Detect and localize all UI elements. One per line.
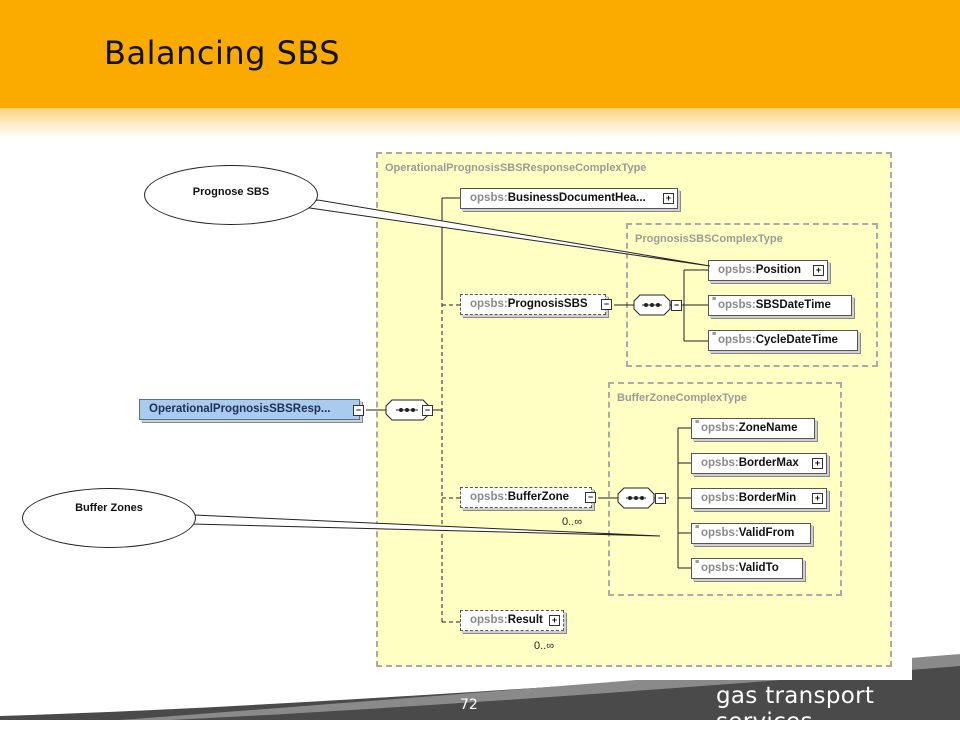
sequence-compositor-buffer — [617, 487, 655, 509]
element-position[interactable]: opsbs:Position + — [708, 260, 828, 281]
collapse-buffer-zone-icon[interactable]: − — [585, 492, 596, 503]
simple-type-icon: ≡ — [712, 296, 717, 303]
slide-title: Balancing SBS — [104, 34, 341, 72]
element-valid-to[interactable]: ≡ opsbs:ValidTo — [691, 558, 803, 579]
simple-type-icon: ≡ — [712, 331, 717, 338]
buffer-zone-multiplicity: 0..∞ — [562, 516, 583, 528]
schema-diagram-panel: OperationalPrognosisSBSResponseComplexTy… — [366, 146, 912, 680]
collapse-seq-root-icon[interactable]: − — [422, 405, 433, 416]
callout-buffer-zones: Buffer Zones — [22, 488, 196, 548]
element-prognosis-sbs[interactable]: opsbs:PrognosisSBS — [460, 294, 606, 315]
simple-type-icon: ≡ — [695, 559, 700, 566]
sequence-compositor-root — [385, 399, 430, 421]
expand-icon[interactable]: + — [812, 458, 823, 469]
collapse-prognosis-sbs-icon[interactable]: − — [601, 299, 612, 310]
buffer-type-label: BufferZoneComplexType — [617, 392, 747, 404]
brand-logo-text: gas transport services — [716, 683, 875, 735]
element-sbs-date-time[interactable]: ≡ opsbs:SBSDateTime — [708, 295, 852, 316]
page-number: 72 — [460, 697, 478, 713]
element-root-operational-prognosis[interactable]: OperationalPrognosisSBSResp... — [139, 399, 360, 420]
collapse-seq-buffer-icon[interactable]: − — [655, 493, 666, 504]
element-valid-from[interactable]: ≡ opsbs:ValidFrom — [691, 523, 811, 544]
callout-prognose-sbs: Prognose SBS — [144, 165, 318, 225]
slide-header-bar — [0, 0, 960, 108]
connector-lines — [366, 197, 708, 623]
simple-type-icon: ≡ — [695, 419, 700, 426]
collapse-seq-prognosis-icon[interactable]: − — [671, 300, 682, 311]
element-border-min[interactable]: opsbs:BorderMin + — [691, 488, 827, 509]
element-zone-name[interactable]: ≡ opsbs:ZoneName — [691, 418, 815, 439]
simple-type-icon: ≡ — [695, 524, 700, 531]
element-buffer-zone[interactable]: opsbs:BufferZone — [460, 487, 592, 508]
element-result[interactable]: opsbs:Result + — [460, 610, 564, 631]
outer-type-label: OperationalPrognosisSBSResponseComplexTy… — [385, 162, 647, 174]
callout-prognose-label: Prognose SBS — [192, 186, 270, 198]
element-border-max[interactable]: opsbs:BorderMax + — [691, 453, 827, 474]
expand-icon[interactable]: + — [549, 615, 560, 626]
expand-icon[interactable]: + — [812, 493, 823, 504]
sequence-compositor-prognosis — [633, 294, 671, 316]
header-fade — [0, 108, 960, 138]
expand-icon[interactable]: + — [663, 193, 674, 204]
element-cycle-date-time[interactable]: ≡ opsbs:CycleDateTime — [708, 330, 858, 351]
callout-buffer-label: Buffer Zones — [75, 502, 143, 514]
collapse-root-icon[interactable]: − — [353, 405, 364, 416]
footer-swoosh — [0, 654, 960, 720]
expand-icon[interactable]: + — [813, 265, 824, 276]
result-multiplicity: 0..∞ — [534, 640, 555, 652]
element-business-document-header[interactable]: opsbs:BusinessDocumentHea... + — [460, 188, 678, 209]
